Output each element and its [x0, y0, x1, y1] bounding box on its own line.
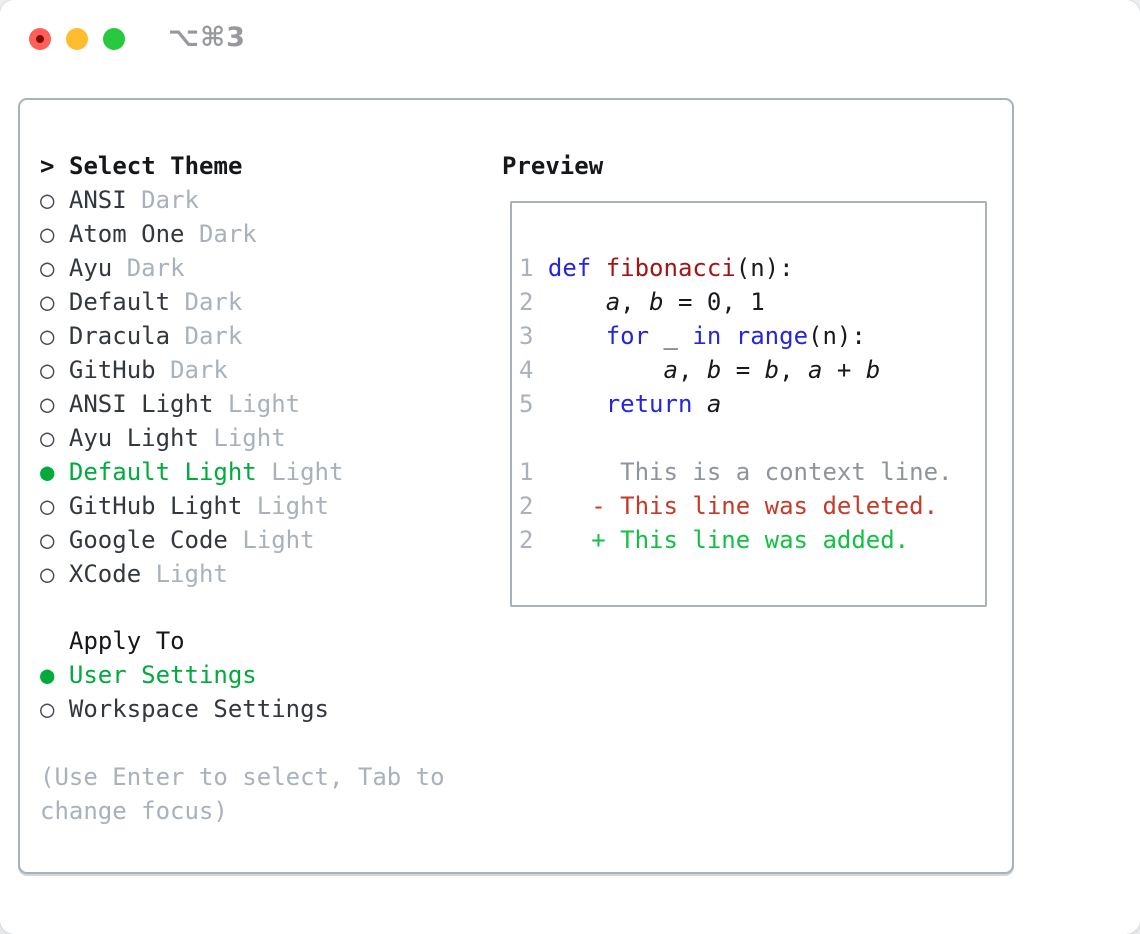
line-number: 2: [519, 288, 534, 316]
apply-to-option-label: Workspace Settings: [68, 695, 329, 723]
theme-variant-tag: Dark: [141, 186, 199, 214]
diff-text: - This line was deleted.: [591, 492, 939, 520]
apply-to-option[interactable]: ○ Workspace Settings: [40, 692, 329, 726]
theme-name: Ayu: [68, 254, 113, 282]
code-line: 5 return a: [519, 390, 722, 418]
zoom-button[interactable]: [103, 28, 125, 50]
theme-name: XCode: [68, 560, 142, 588]
close-button[interactable]: [29, 28, 51, 50]
preview-header: Preview: [502, 152, 604, 180]
apply-to-group: Apply To ● User Settings○ Workspace Sett…: [40, 624, 329, 726]
blank-line: [519, 217, 985, 251]
line-number: 5: [519, 390, 534, 418]
theme-option[interactable]: ○ Dracula Dark: [40, 319, 343, 353]
apply-to-option-label: User Settings: [68, 661, 257, 689]
radio-unselected-icon: ○: [40, 526, 55, 554]
theme-name: Default Light: [68, 458, 257, 486]
preview-pane: 1 def fibonacci(n): 2 a, b = 0, 1 3 for _ …: [510, 201, 987, 607]
theme-name: Ayu Light: [68, 424, 199, 452]
minimize-button[interactable]: [66, 28, 88, 50]
traffic-lights: [29, 28, 125, 50]
theme-name: GitHub: [68, 356, 156, 384]
code-line: 4 a, b = b, a + b: [519, 356, 881, 384]
radio-unselected-icon: ○: [40, 560, 55, 588]
theme-option[interactable]: ● Default Light Light: [40, 455, 343, 489]
theme-variant-tag: Light: [256, 492, 329, 520]
diff-line: 1 This is a context line.: [519, 455, 985, 489]
theme-option[interactable]: ○ Atom One Dark: [40, 217, 343, 251]
diff-line: 2 - This line was deleted.: [519, 489, 985, 523]
cursor-icon: >: [40, 152, 55, 180]
theme-variant-tag: Dark: [198, 220, 257, 248]
theme-name: Dracula: [68, 322, 171, 350]
line-number: 4: [519, 356, 534, 384]
radio-selected-icon: ●: [40, 458, 55, 486]
theme-variant-tag: Light: [242, 526, 315, 554]
theme-name: ANSI: [68, 186, 127, 214]
diff-text: This is a context line.: [620, 458, 953, 486]
theme-variant-tag: Dark: [184, 322, 243, 350]
theme-list-header: Select Theme: [69, 152, 243, 180]
theme-option[interactable]: ○ ANSI Light Light: [40, 387, 343, 421]
help-text: (Use Enter to select, Tab to change focu…: [40, 763, 445, 825]
blank-line: [519, 421, 985, 455]
theme-option[interactable]: ○ Default Dark: [40, 285, 343, 319]
radio-unselected-icon: ○: [40, 322, 55, 350]
theme-picker-panel: >Select Theme ○ ANSI Dark○ Atom One Dark…: [18, 98, 1014, 874]
theme-variant-tag: Light: [271, 458, 344, 486]
theme-name: ANSI Light: [68, 390, 214, 418]
theme-name: Google Code: [68, 526, 228, 554]
line-number: 1: [519, 458, 534, 486]
theme-name: Atom One: [68, 220, 185, 248]
theme-variant-tag: Dark: [170, 356, 228, 384]
theme-option[interactable]: ○ Ayu Dark: [40, 251, 343, 285]
radio-unselected-icon: ○: [40, 254, 55, 282]
theme-option[interactable]: ○ Ayu Light Light: [40, 421, 343, 455]
theme-variant-tag: Light: [213, 424, 286, 452]
line-number: 3: [519, 322, 534, 350]
code-line: 3 for _ in range(n):: [519, 322, 866, 350]
theme-list-header-row: > Select Theme: [40, 149, 343, 183]
theme-name: Default: [68, 288, 171, 316]
apply-to-header: Apply To: [69, 627, 185, 655]
code-line: 1 def fibonacci(n):: [519, 254, 794, 282]
radio-unselected-icon: ○: [40, 492, 55, 520]
theme-option[interactable]: ○ XCode Light: [40, 557, 343, 591]
radio-unselected-icon: ○: [40, 288, 55, 316]
radio-unselected-icon: ○: [40, 356, 55, 384]
code-line: 2 a, b = 0, 1: [519, 288, 765, 316]
window-title: ⌥⌘3: [168, 22, 246, 53]
titlebar: ⌥⌘3: [0, 0, 1140, 78]
radio-unselected-icon: ○: [40, 220, 55, 248]
diff-line: 2 + This line was added.: [519, 523, 985, 557]
theme-name: GitHub Light: [68, 492, 243, 520]
line-number: 2: [519, 526, 534, 554]
theme-variant-tag: Light: [227, 390, 301, 418]
theme-option[interactable]: ○ GitHub Light Light: [40, 489, 343, 523]
theme-option[interactable]: ○ GitHub Dark: [40, 353, 343, 387]
theme-variant-tag: Light: [155, 560, 228, 588]
radio-unselected-icon: ○: [40, 390, 55, 418]
radio-unselected-icon: ○: [40, 186, 55, 214]
apply-to-option[interactable]: ● User Settings: [40, 658, 329, 692]
diff-text: + This line was added.: [591, 526, 910, 554]
theme-option[interactable]: ○ ANSI Dark: [40, 183, 343, 217]
theme-option[interactable]: ○ Google Code Light: [40, 523, 343, 557]
radio-unselected-icon: ○: [40, 424, 55, 452]
theme-variant-tag: Dark: [184, 288, 243, 316]
radio-unselected-icon: ○: [40, 695, 55, 723]
theme-list: >Select Theme ○ ANSI Dark○ Atom One Dark…: [40, 149, 343, 591]
radio-selected-icon: ●: [40, 661, 55, 689]
apply-to-header-row: Apply To: [40, 624, 329, 658]
preview-code: 1 def fibonacci(n): 2 a, b = 0, 1 3 for _ …: [519, 217, 985, 557]
line-number: 1: [519, 254, 534, 282]
line-number: 2: [519, 492, 534, 520]
theme-variant-tag: Dark: [126, 254, 185, 282]
